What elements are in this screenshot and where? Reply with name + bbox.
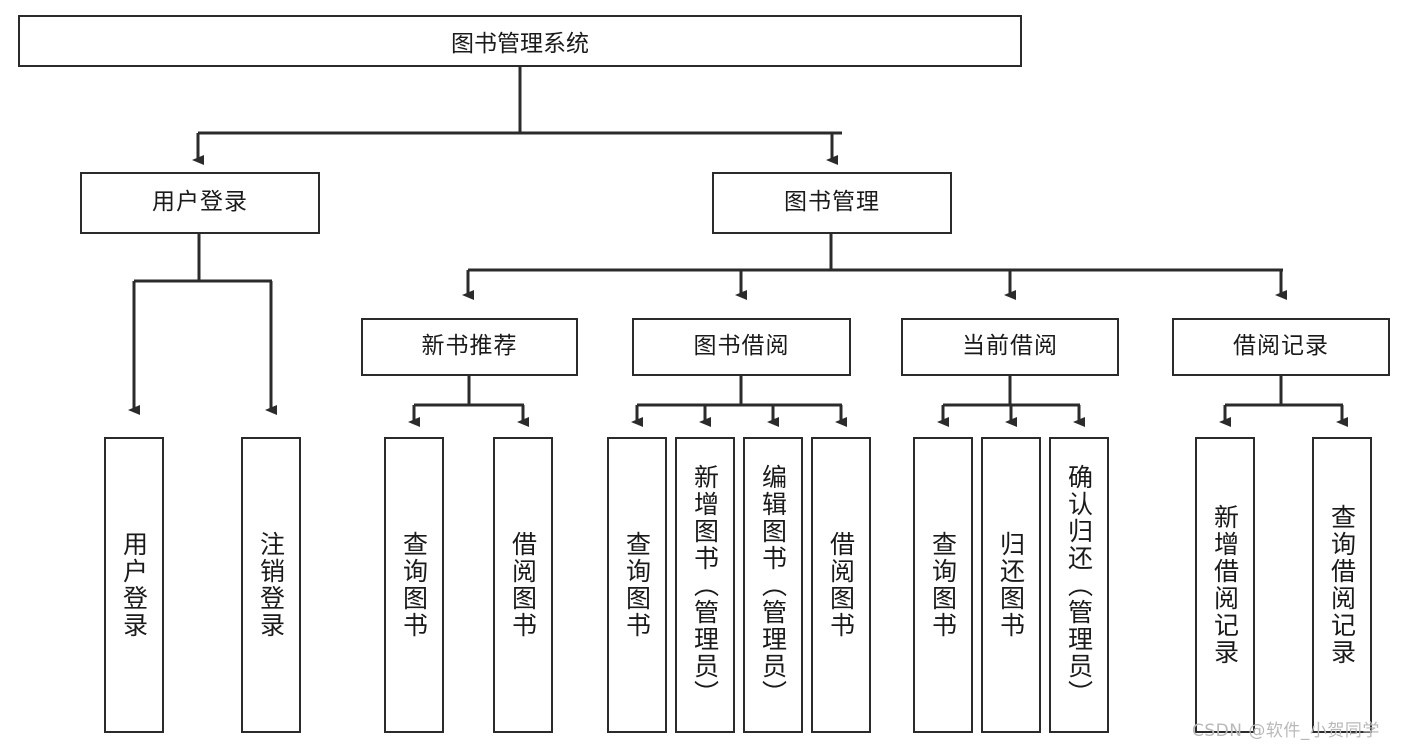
leaf-logout-login[interactable]: 注销登录: [241, 437, 301, 733]
leaf-edit-book-admin[interactable]: 编辑图书（管理员）: [743, 437, 803, 733]
leaf-borrow-book-recommend[interactable]: 借阅图书: [493, 437, 553, 733]
leaf-label: 注销登录: [256, 531, 286, 639]
leaf-label: 借阅图书: [508, 531, 538, 639]
leaf-label: 编辑图书（管理员）: [758, 463, 788, 707]
leaf-query-borrow-record[interactable]: 查询借阅记录: [1312, 437, 1372, 733]
node-label: 借阅记录: [1233, 333, 1329, 360]
node-label: 图书管理: [784, 189, 880, 216]
leaf-label: 新增图书（管理员）: [690, 463, 720, 707]
leaf-label: 查询图书: [399, 531, 429, 639]
leaf-label: 借阅图书: [826, 531, 856, 639]
leaf-label: 归还图书: [996, 531, 1026, 639]
leaf-query-book-current[interactable]: 查询图书: [913, 437, 973, 733]
leaf-user-login[interactable]: 用户登录: [104, 437, 164, 733]
leaf-label: 查询借阅记录: [1327, 504, 1357, 666]
leaf-add-book-admin[interactable]: 新增图书（管理员）: [675, 437, 735, 733]
node-book-borrow[interactable]: 图书借阅: [632, 318, 851, 376]
leaf-label: 查询图书: [928, 531, 958, 639]
leaf-label: 用户登录: [119, 531, 149, 639]
leaf-return-book[interactable]: 归还图书: [981, 437, 1041, 733]
node-label: 当前借阅: [962, 333, 1058, 360]
leaf-confirm-return-admin[interactable]: 确认归还（管理员）: [1049, 437, 1109, 733]
leaf-query-book-recommend[interactable]: 查询图书: [384, 437, 444, 733]
node-borrow-record[interactable]: 借阅记录: [1172, 318, 1390, 376]
leaf-label: 查询图书: [622, 531, 652, 639]
node-label: 新书推荐: [421, 333, 518, 360]
leaf-label: 新增借阅记录: [1210, 504, 1240, 666]
node-new-book-recommend[interactable]: 新书推荐: [361, 318, 578, 376]
node-book-management[interactable]: 图书管理: [712, 172, 952, 234]
node-user-login[interactable]: 用户登录: [80, 172, 320, 234]
leaf-label: 确认归还（管理员）: [1064, 463, 1094, 707]
node-label: 图书借阅: [693, 333, 790, 360]
node-root-system[interactable]: 图书管理系统: [18, 15, 1022, 67]
leaf-query-book-borrow[interactable]: 查询图书: [607, 437, 667, 733]
leaf-add-borrow-record[interactable]: 新增借阅记录: [1195, 437, 1255, 733]
node-label: 用户登录: [152, 189, 248, 216]
node-label: 图书管理系统: [451, 31, 589, 57]
csdn-watermark: CSDN @软件_小贺同学: [1192, 721, 1380, 741]
leaf-borrow-book[interactable]: 借阅图书: [811, 437, 871, 733]
node-current-borrow[interactable]: 当前借阅: [901, 318, 1119, 376]
